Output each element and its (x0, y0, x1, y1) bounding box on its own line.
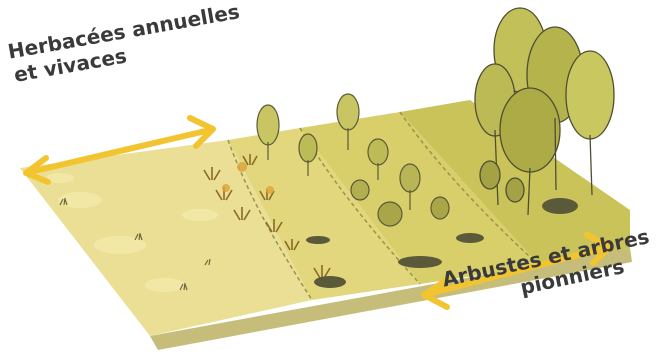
illustration-stage: Herbacées annuelles et vivaces Arbustes … (0, 0, 661, 358)
